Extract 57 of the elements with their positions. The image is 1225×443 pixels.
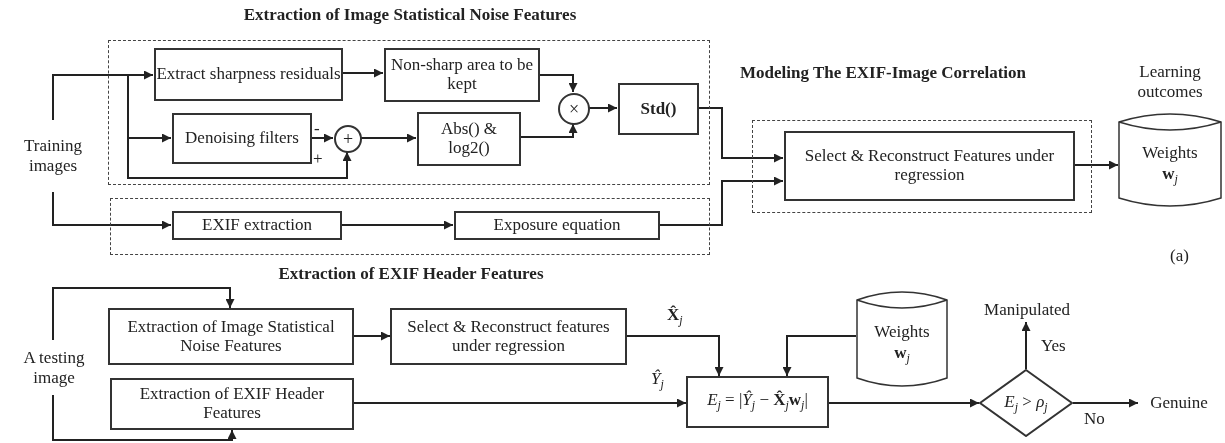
operator-symbol: + — [342, 130, 354, 148]
operator-circle — [558, 93, 590, 125]
edge-label: Yes — [1040, 337, 1067, 354]
arrow — [353, 398, 687, 408]
process-box — [686, 376, 829, 428]
step-label: Exposure equation — [493, 216, 621, 235]
arrow — [626, 335, 724, 377]
step-label: Non-sharp area to be kept — [389, 56, 535, 94]
flow-label: Training images — [23, 136, 83, 176]
arrow — [782, 335, 857, 377]
storage-label: Weights w$_{j}$ — [873, 322, 931, 366]
arrow — [353, 331, 391, 341]
storage-caption: Learning outcomes — [1136, 62, 1204, 102]
condition-label: E$_{j}$ > ρ$_{j}$ — [1004, 391, 1048, 415]
arrow — [52, 191, 172, 230]
step-label: Extract sharpness residuals — [156, 65, 341, 84]
process-box — [417, 112, 521, 166]
arrow — [52, 74, 352, 179]
storage-label: Weights w$_{j}$ — [1141, 143, 1199, 187]
process-box — [172, 113, 312, 164]
step-label: Extraction of EXIF Header Features — [138, 385, 326, 423]
step-label: Extraction of Image Statistical Noise Features — [126, 317, 336, 356]
step-label: Std() — [640, 99, 677, 119]
process-box — [108, 308, 354, 365]
step-label: EXIF extraction — [202, 216, 312, 235]
process-box — [784, 131, 1075, 201]
step-label: Abs() & log2() — [439, 120, 499, 158]
step-label: Select & Reconstruct Features under regression — [803, 147, 1056, 185]
edge-label: Ŷ$_{j}$ — [650, 370, 665, 392]
process-box — [384, 48, 540, 102]
process-box — [454, 211, 660, 240]
step-label: E$_{j}$ = |Ŷ$_{j}$ − X̂$_{j}$w$_{j}$| — [707, 391, 808, 413]
panel-label: (a) — [1170, 246, 1189, 266]
operator-circle — [334, 125, 362, 153]
process-box — [390, 308, 627, 365]
process-box — [154, 48, 343, 101]
flow-label: A testing image — [22, 347, 86, 388]
arrow — [52, 287, 235, 341]
arrow — [360, 133, 417, 143]
group-heading: Extraction of Image Statistical Noise Features — [242, 5, 578, 25]
operator-symbol: × — [568, 100, 580, 118]
edge-label: No — [1083, 410, 1106, 427]
group-heading: Extraction of EXIF Header Features — [277, 264, 545, 284]
arrow — [52, 394, 237, 441]
group-heading: Modeling The EXIF-Image Correlation — [739, 63, 1027, 83]
arrow — [828, 398, 980, 408]
process-box — [110, 378, 354, 430]
arrow — [1021, 321, 1031, 370]
step-label: Denoising filters — [185, 129, 299, 148]
process-box — [172, 211, 342, 240]
arrow — [588, 103, 618, 113]
flow-label: Genuine — [1150, 393, 1208, 413]
flow-label: Manipulated — [984, 300, 1070, 320]
arrow — [1072, 398, 1139, 408]
process-box — [618, 83, 699, 135]
step-label: Select & Reconstruct features under regression — [406, 317, 611, 356]
edge-label: X̂$_{j}$ — [666, 306, 684, 328]
